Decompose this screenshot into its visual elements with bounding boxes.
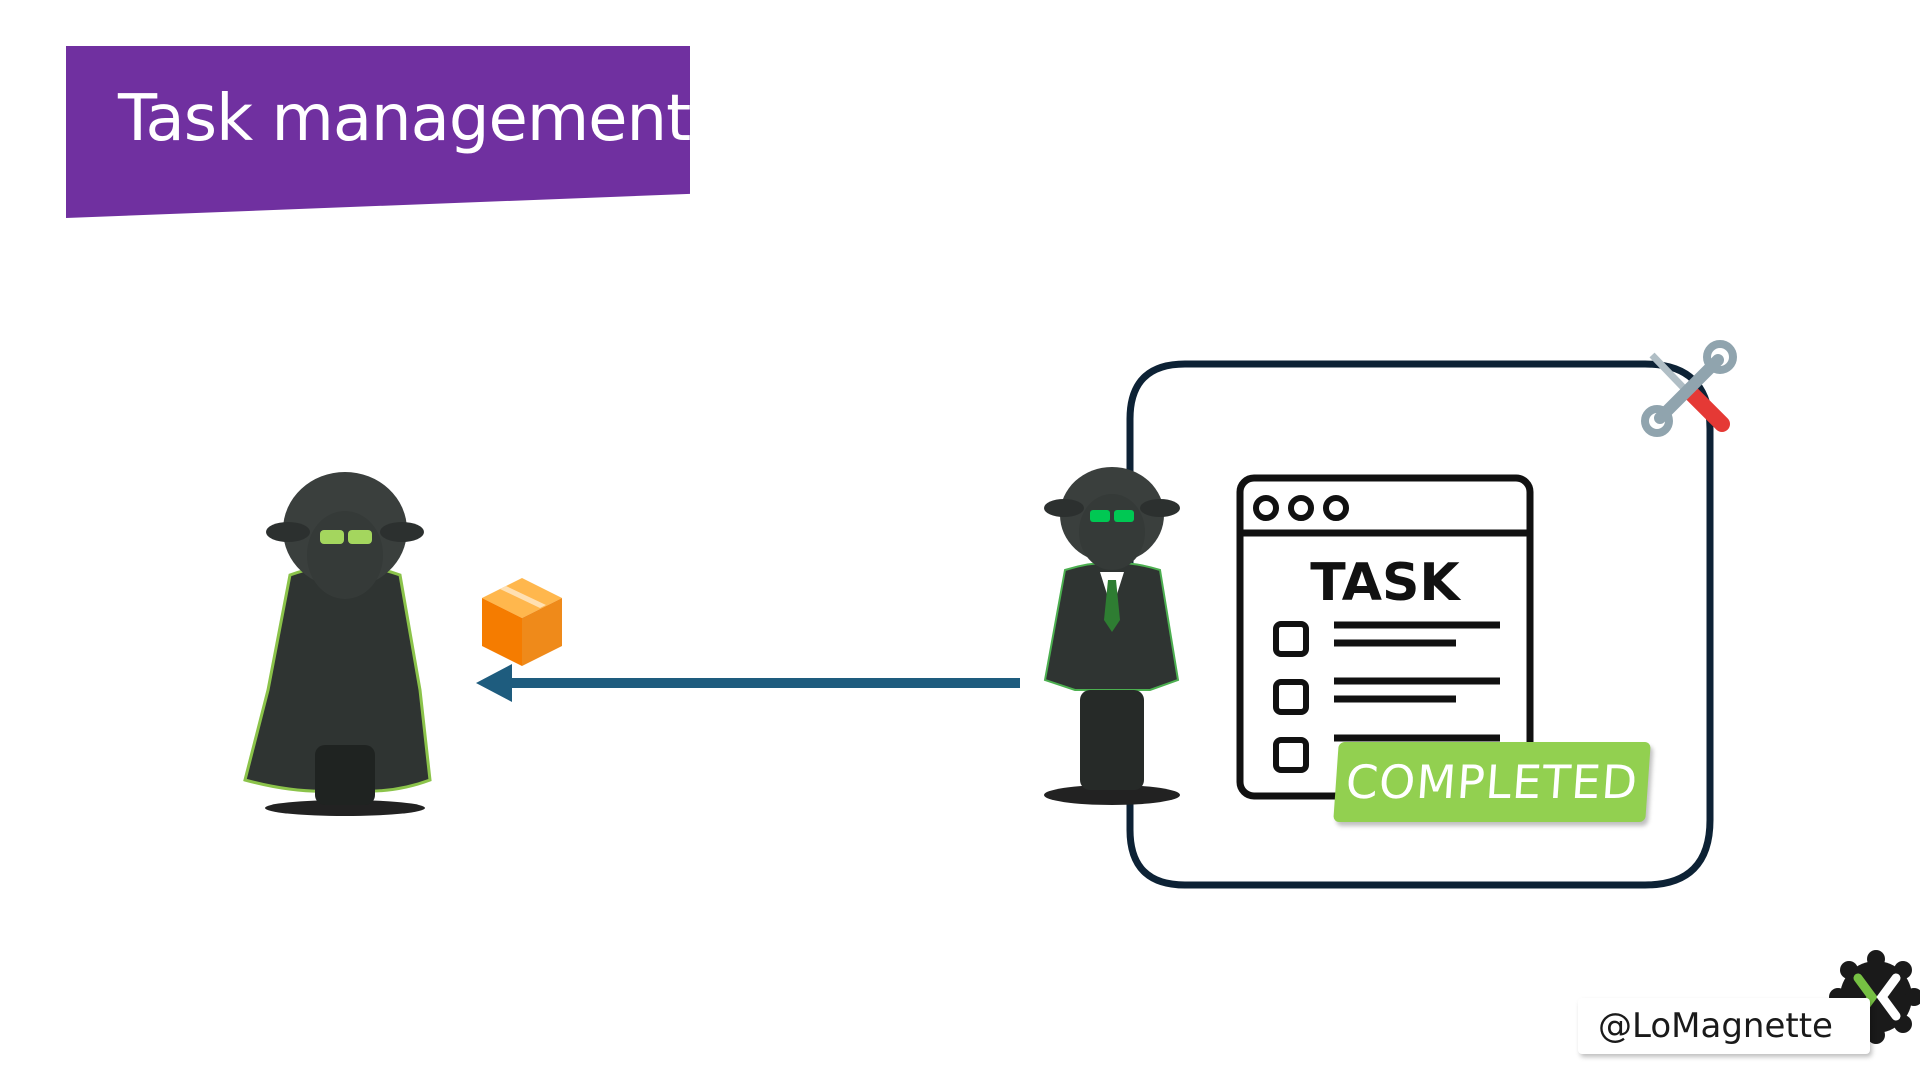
worker-sheep-ear-left bbox=[1044, 499, 1084, 517]
window-dot-1 bbox=[1253, 495, 1279, 521]
logo-tooth-4 bbox=[1905, 988, 1920, 1006]
package-box-right bbox=[522, 598, 562, 666]
task-checkbox-3 bbox=[1273, 737, 1309, 773]
worker-sheep-tie bbox=[1104, 580, 1120, 632]
receiver-sheep-glasses-right bbox=[348, 530, 372, 544]
logo-tooth-5 bbox=[1840, 961, 1858, 979]
screwdriver-handle bbox=[1682, 384, 1730, 432]
window-dot-3 bbox=[1323, 495, 1349, 521]
package-box-tape bbox=[500, 586, 546, 608]
worker-boundary-frame bbox=[1126, 360, 1714, 889]
title-banner bbox=[66, 46, 690, 218]
receiver-sheep-ear-right bbox=[380, 522, 424, 542]
receiver-sheep-ear-left bbox=[266, 522, 310, 542]
logo-tooth-1 bbox=[1867, 950, 1885, 968]
completed-status-badge: COMPLETED bbox=[1333, 742, 1651, 822]
window-dot-2 bbox=[1288, 495, 1314, 521]
receiver-sheep-shadow bbox=[265, 800, 425, 816]
task-document-icon: TASK bbox=[1236, 474, 1534, 800]
wrench-shaft bbox=[1654, 354, 1724, 424]
wrench-head-top bbox=[1703, 340, 1737, 374]
task-checkbox-2 bbox=[1273, 679, 1309, 715]
worker-sheep-glasses-right bbox=[1114, 510, 1134, 522]
task-checkbox-1 bbox=[1273, 621, 1309, 657]
receiver-sheep-legs bbox=[315, 745, 375, 805]
author-handle: @LoMagnette bbox=[1578, 998, 1870, 1054]
wrench-screwdriver-icon bbox=[1641, 340, 1737, 437]
package-box-icon bbox=[482, 578, 562, 666]
flow-arrow-head bbox=[476, 664, 512, 702]
worker-sheep-legs bbox=[1080, 690, 1144, 790]
wrench-head-bottom bbox=[1641, 405, 1673, 437]
slide-title: Task management bbox=[118, 82, 691, 156]
package-box-left bbox=[482, 598, 522, 666]
worker-sheep-character bbox=[1043, 467, 1180, 805]
task-heading: TASK bbox=[1310, 553, 1461, 613]
logo-tooth-2 bbox=[1867, 1026, 1885, 1044]
logo-x-right bbox=[1876, 973, 1901, 1021]
receiver-sheep-face bbox=[307, 511, 383, 599]
worker-sheep-shadow bbox=[1044, 785, 1180, 805]
worker-sheep-face bbox=[1079, 494, 1145, 570]
worker-sheep-glasses-left bbox=[1090, 510, 1110, 522]
receiver-sheep-character bbox=[243, 472, 432, 816]
worker-sheep-ear-right bbox=[1140, 499, 1180, 517]
receiver-sheep-glasses-left bbox=[320, 530, 344, 544]
